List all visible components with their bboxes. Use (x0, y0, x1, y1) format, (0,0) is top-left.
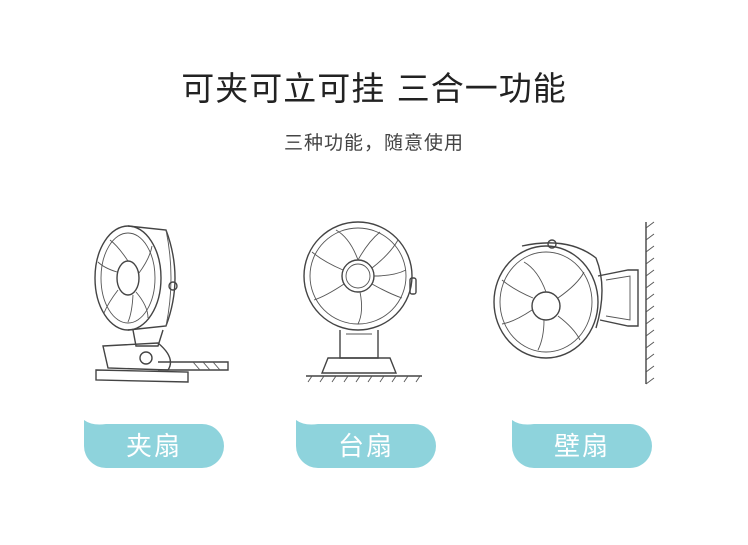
page-title: 可夹可立可挂 三合一功能 (181, 69, 567, 108)
clip-fan-label: 夹扇 (125, 432, 182, 462)
desk-fan-label: 台扇 (337, 432, 394, 462)
desk-fan-icon (298, 218, 428, 388)
wall-fan-label: 壁扇 (553, 432, 610, 462)
clip-fan-badge: 夹扇 (82, 418, 226, 468)
desk-fan-badge: 台扇 (294, 418, 438, 468)
wall-fan-badge: 壁扇 (510, 418, 654, 468)
clip-fan-icon (88, 218, 238, 388)
wall-fan-icon (488, 218, 668, 388)
page-subtitle: 三种功能，随意使用 (283, 132, 464, 154)
